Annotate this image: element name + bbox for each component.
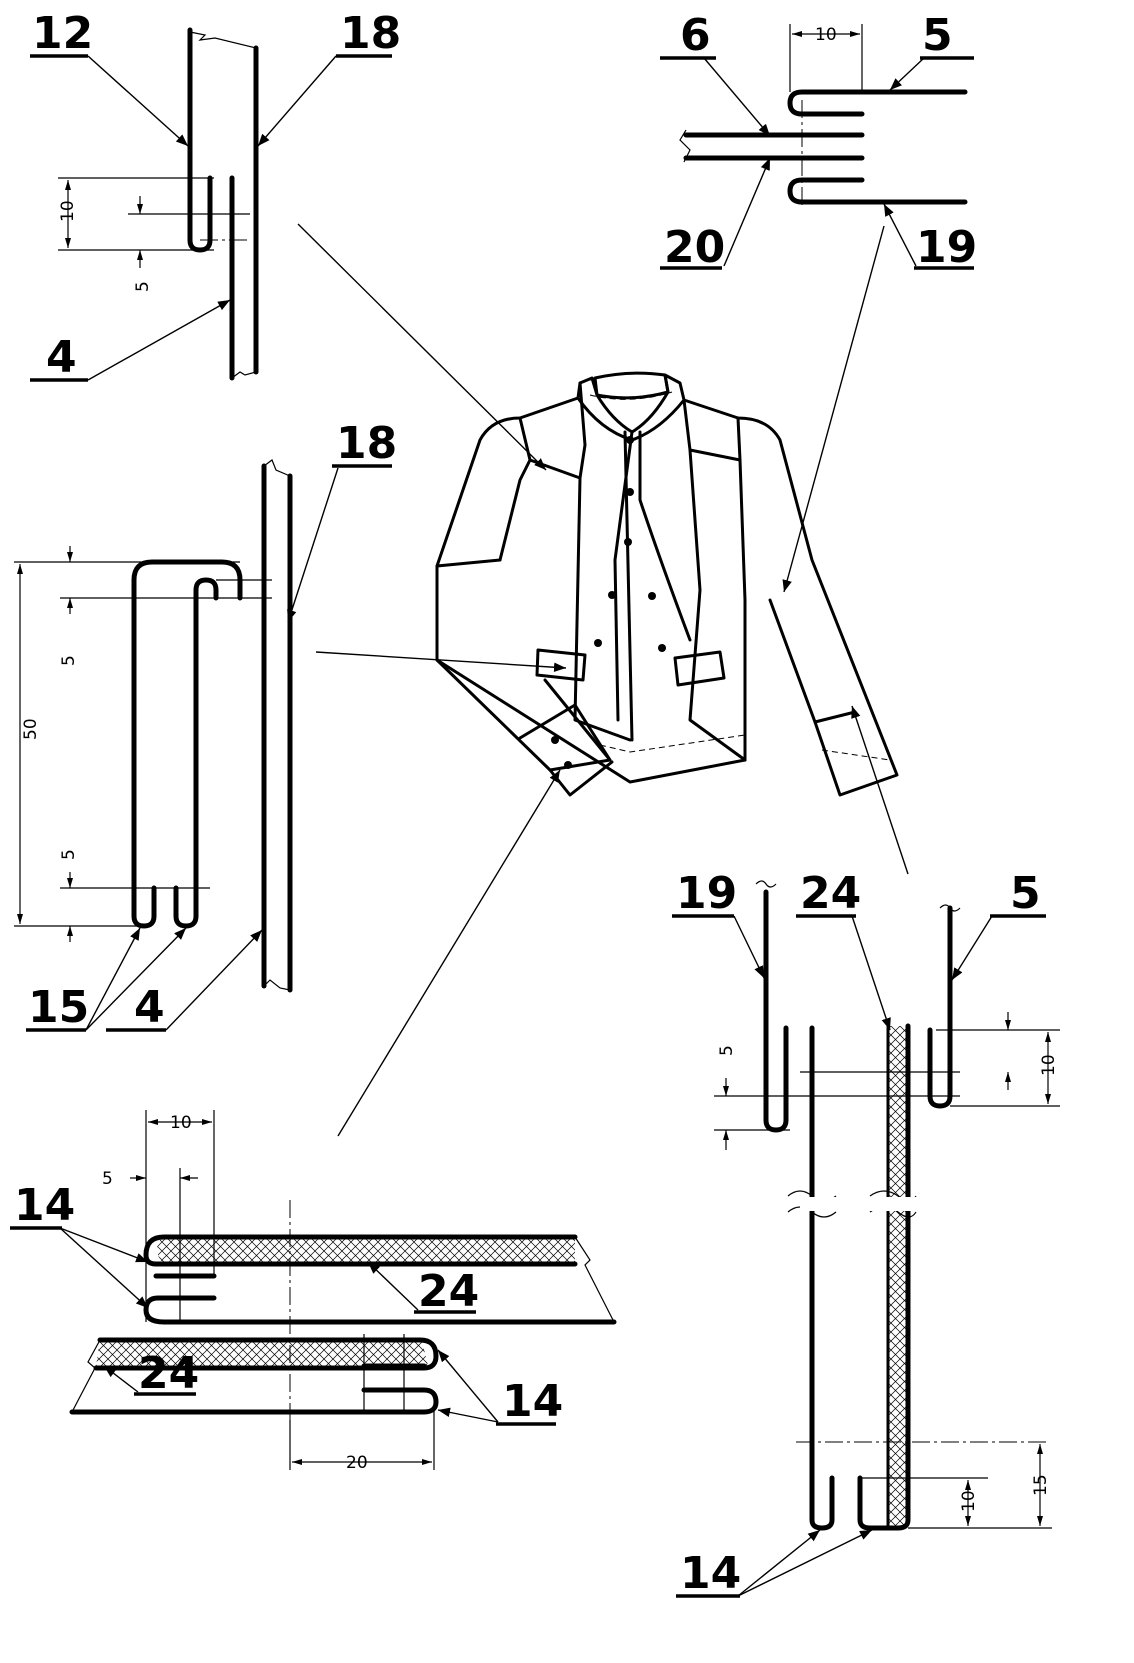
callout-19-bottom: 19 — [676, 868, 737, 919]
callout-6: 6 — [680, 10, 711, 61]
frog-buttons — [551, 436, 666, 769]
callout-14-left-bottom: 14 — [502, 1376, 563, 1427]
callout-5-top: 5 — [922, 10, 953, 61]
callout-5-bottom: 5 — [1010, 868, 1041, 919]
callout-18-middle: 18 — [336, 418, 397, 469]
callout-24-left-top: 24 — [418, 1266, 479, 1317]
callout-15: 15 — [28, 982, 89, 1033]
detail-bottom-left — [69, 1110, 617, 1470]
callout-4-top: 4 — [46, 332, 77, 383]
callout-24-left-bottom: 24 — [138, 1348, 199, 1399]
callout-4-middle: 4 — [134, 982, 165, 1033]
callout-19-top: 19 — [916, 222, 977, 273]
callout-20: 20 — [664, 222, 725, 273]
dimension-labels: 10 5 10 5 50 5 10 5 20 5 10 10 15 — [21, 25, 1059, 1512]
dim-10-bottom-right-lower: 10 — [959, 1490, 979, 1512]
dim-5-bottom-right: 5 — [717, 1045, 737, 1056]
jacket-sketch — [435, 371, 899, 797]
dim-5-bottom-left: 5 — [102, 1169, 113, 1189]
detail-bottom-right — [714, 880, 1060, 1531]
callout-14-left-top: 14 — [14, 1180, 75, 1231]
dim-15-bottom-right: 15 — [1031, 1474, 1051, 1496]
dim-5-top-left: 5 — [133, 281, 153, 292]
dim-5-middle-lower: 5 — [59, 849, 79, 860]
dim-10-top-left: 10 — [58, 200, 78, 222]
dim-50-middle: 50 — [21, 718, 41, 740]
callout-labels: 12 18 4 6 5 20 19 18 15 4 14 24 24 14 19… — [10, 8, 1046, 1599]
detail-top-right — [679, 24, 968, 205]
dim-10-bottom-left: 10 — [170, 1113, 192, 1133]
dim-10-bottom-right-upper: 10 — [1039, 1054, 1059, 1076]
callout-24-bottom: 24 — [800, 868, 861, 919]
detail-top-left — [58, 27, 259, 381]
callout-18-top: 18 — [340, 8, 401, 59]
leader-lines — [297, 223, 909, 1137]
detail-middle-left — [14, 459, 293, 993]
dim-20-bottom-left: 20 — [346, 1453, 368, 1473]
dim-5-middle-upper: 5 — [59, 655, 79, 666]
callout-14-bottom-right: 14 — [680, 1548, 741, 1599]
dim-10-top-right: 10 — [815, 25, 837, 45]
callout-12: 12 — [32, 8, 93, 59]
